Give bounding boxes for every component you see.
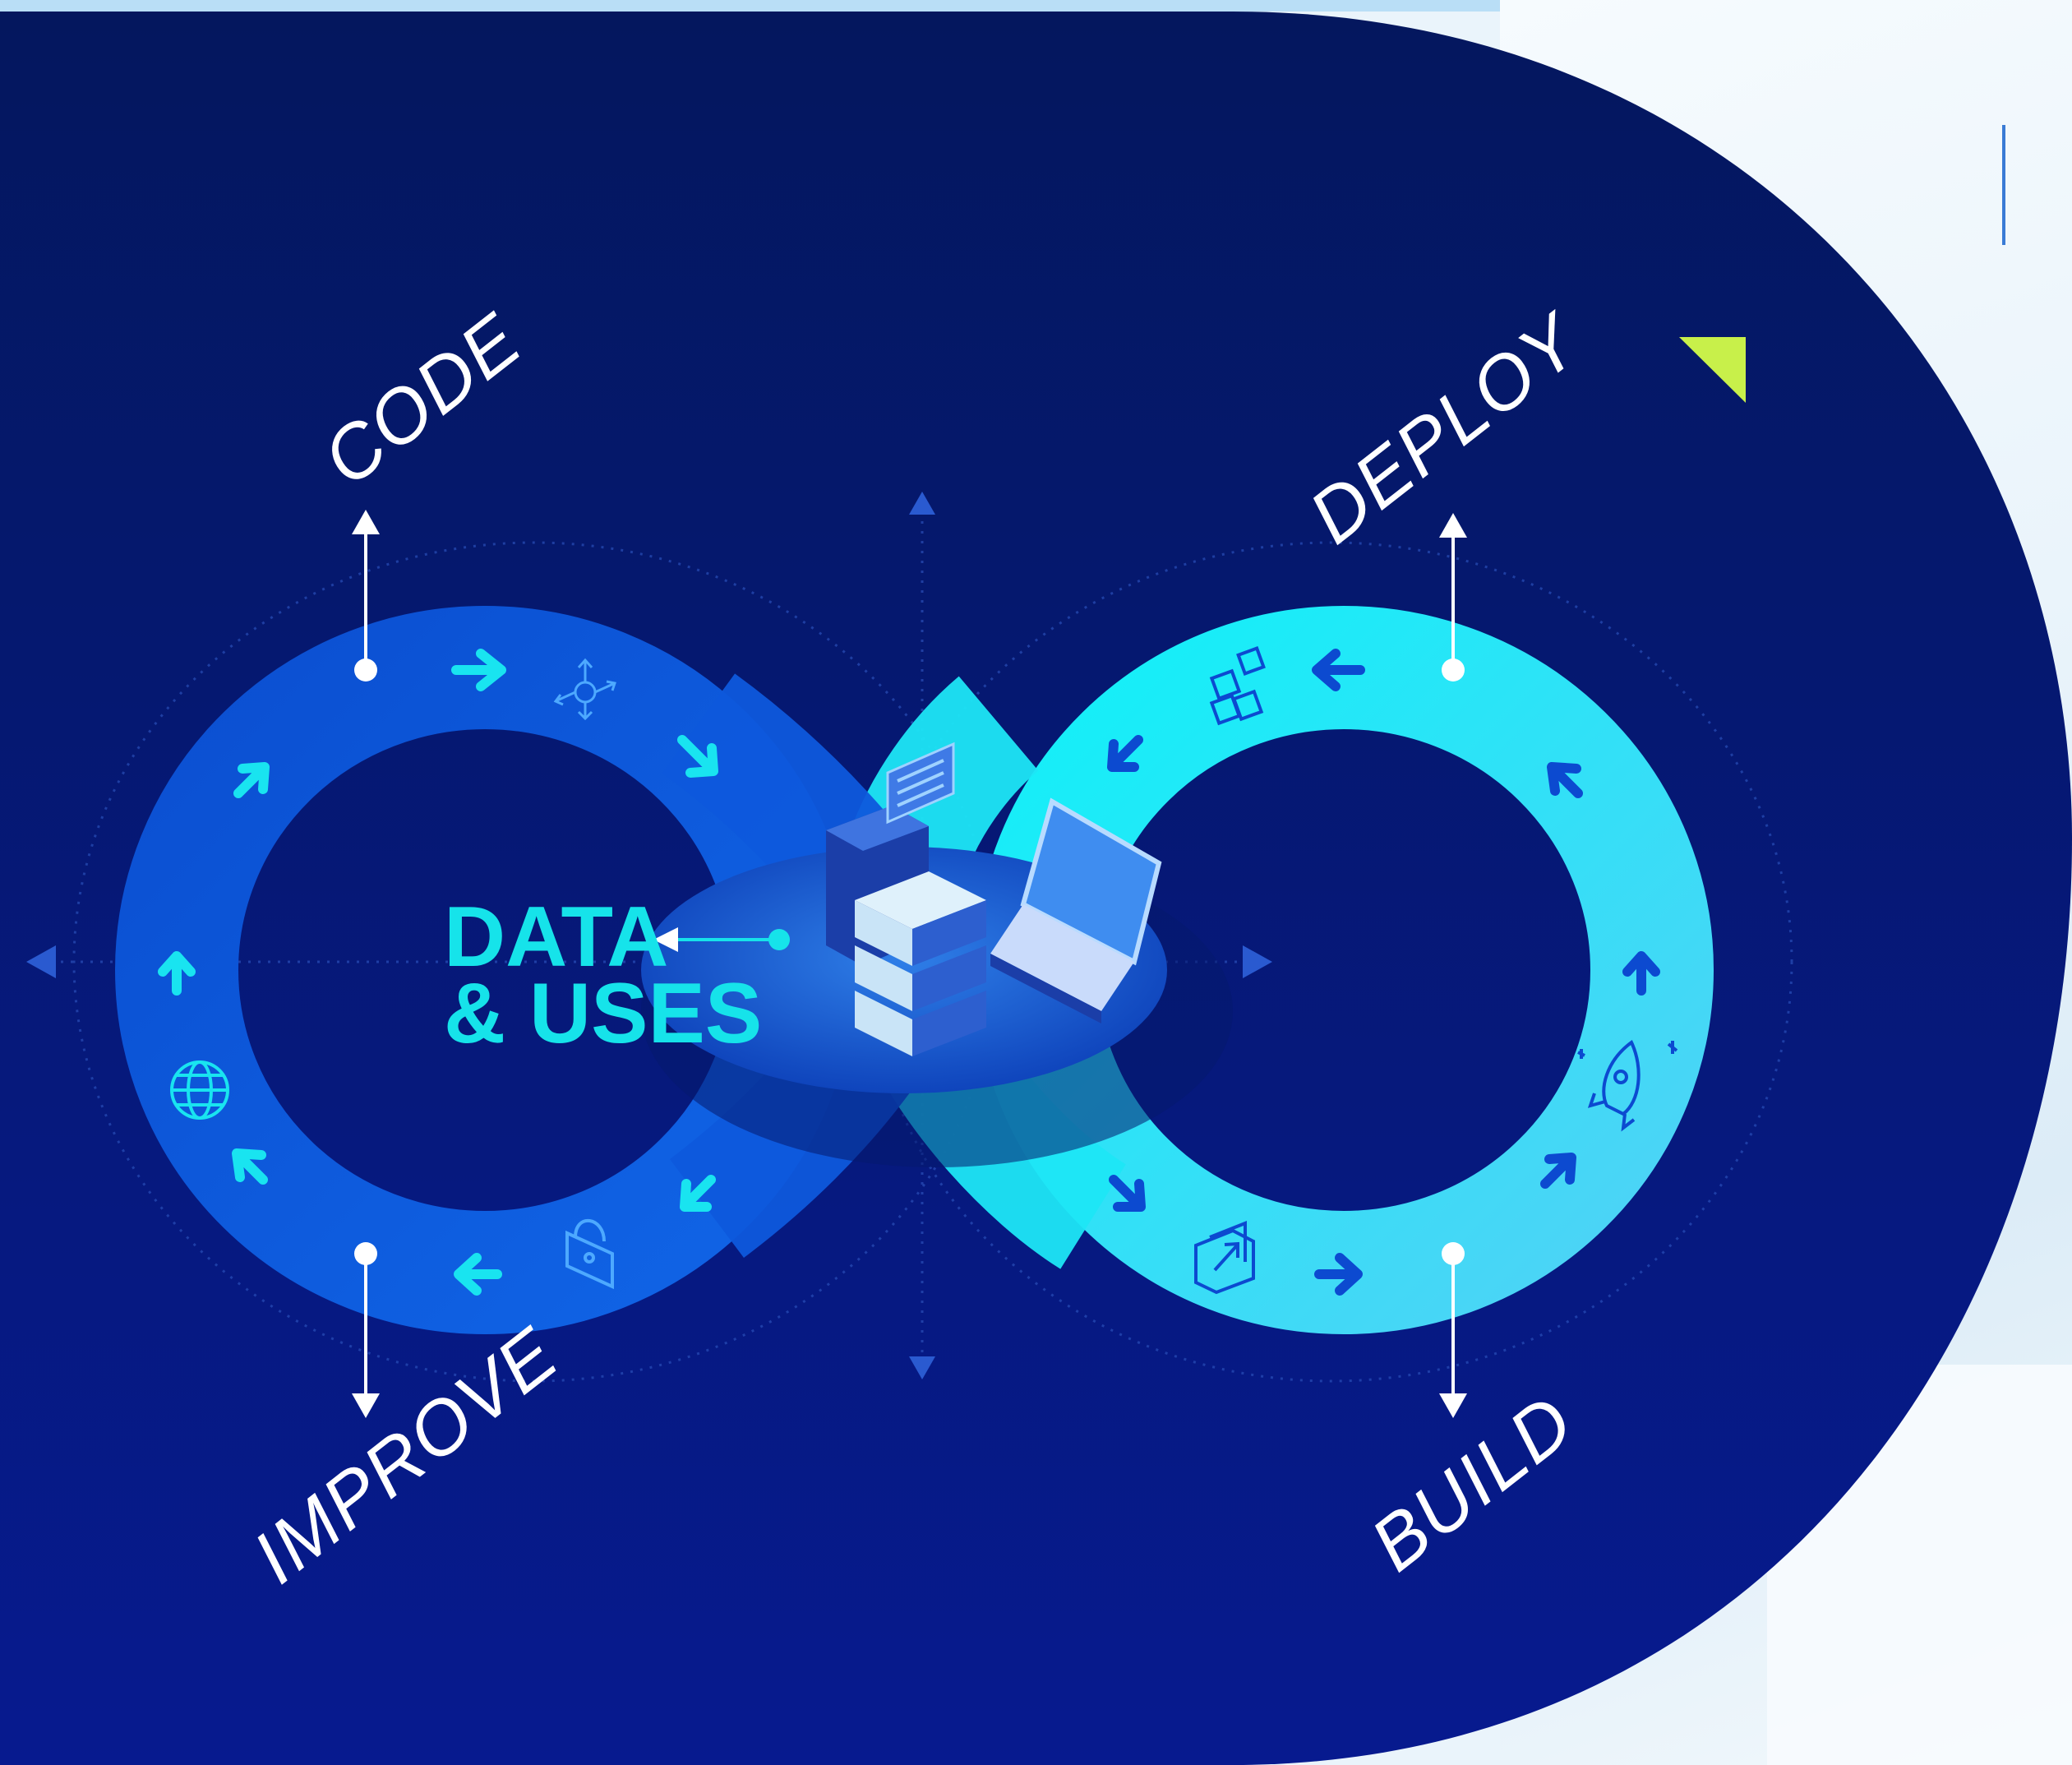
left-loop-arrow-1 xyxy=(451,649,506,691)
center-label-line-2: & USES xyxy=(444,966,762,1061)
background-top-strip xyxy=(0,0,1500,12)
expand-icon xyxy=(1194,1221,1255,1295)
laptop-icon xyxy=(990,797,1162,1023)
accent-line xyxy=(2002,125,2005,245)
guide-arrow-bottom xyxy=(909,1356,935,1379)
lock-icon xyxy=(565,1219,614,1290)
server-icon xyxy=(826,806,986,1056)
deploy-arrowhead xyxy=(1439,513,1467,538)
rocket-icon xyxy=(1577,1039,1678,1132)
right-loop-arrow-5 xyxy=(1540,1153,1576,1189)
right-loop-arrow-1 xyxy=(1312,649,1365,691)
right-loop-arrow-2 xyxy=(1107,735,1143,772)
left-loop-arrow-5 xyxy=(232,1148,268,1185)
code-dot xyxy=(354,658,377,682)
guide-arrow-right xyxy=(1243,945,1272,978)
left-loop-arrow-7 xyxy=(680,1175,716,1212)
right-loop-arrow-3 xyxy=(1547,762,1583,798)
guide-arrow-top xyxy=(909,492,935,515)
deploy-dot xyxy=(1442,658,1465,682)
left-loop-arrow-4 xyxy=(158,951,196,996)
data-pointer-arrowhead xyxy=(653,927,678,952)
build-arrowhead xyxy=(1439,1393,1467,1418)
floating-panel-icon xyxy=(886,742,955,825)
data-pointer-dot xyxy=(768,929,790,950)
guide-arrow-left xyxy=(26,945,56,978)
right-loop-arrow-6 xyxy=(1314,1253,1363,1296)
improve-dot xyxy=(354,1242,377,1265)
network-icon xyxy=(553,658,616,721)
center-label-line-1: DATA xyxy=(444,889,668,985)
globe-icon xyxy=(170,1060,229,1120)
blocks-icon xyxy=(1209,646,1266,726)
right-loop-arrow-4 xyxy=(1622,951,1660,996)
left-loop-arrow-2 xyxy=(677,735,718,778)
code-arrowhead xyxy=(352,510,380,534)
lime-corner-triangle xyxy=(1679,337,1746,403)
improve-arrowhead xyxy=(352,1393,380,1418)
left-loop-arrow-6 xyxy=(454,1253,502,1296)
right-loop-arrow-7 xyxy=(1109,1175,1146,1212)
build-dot xyxy=(1442,1242,1465,1265)
left-loop-arrow-3 xyxy=(233,762,270,798)
